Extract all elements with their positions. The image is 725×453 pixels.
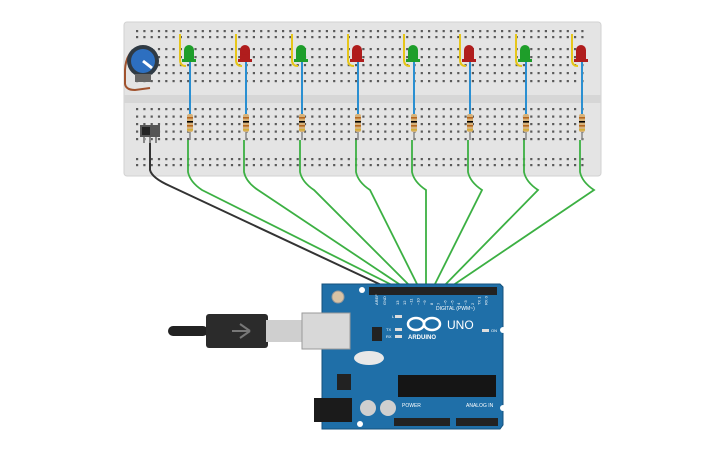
led-red[interactable] [235, 34, 252, 114]
resistor[interactable] [579, 114, 585, 140]
resistor[interactable] [355, 114, 361, 140]
led-array[interactable] [179, 34, 588, 140]
breadboard[interactable] [123, 21, 602, 177]
gnd-label: GND [382, 296, 387, 305]
on-led-label: ON [491, 328, 497, 333]
digital-pin-label: RX 0 [483, 295, 488, 305]
digital-pin-label: 2 [470, 302, 475, 305]
resistor[interactable] [411, 114, 417, 140]
led-red[interactable] [459, 34, 476, 114]
digital-pin-label: ~10 [415, 297, 420, 305]
led-red[interactable] [571, 34, 588, 114]
slide-switch-icon[interactable] [140, 125, 160, 143]
led-green[interactable] [515, 34, 532, 114]
led-green[interactable] [291, 34, 308, 114]
signal-wire[interactable] [439, 140, 540, 291]
infinity-logo-icon [406, 316, 442, 332]
digital-pin-label: ~3 [463, 300, 468, 305]
digital-pin-label: ~6 [443, 300, 448, 305]
signal-wire[interactable] [243, 140, 409, 291]
usb-cable-icon [168, 314, 302, 348]
digital-pin-label: ~9 [422, 300, 427, 305]
resistor[interactable] [187, 114, 193, 140]
analog-label: ANALOG IN [466, 403, 494, 409]
resistor[interactable] [299, 114, 305, 140]
resistor[interactable] [467, 114, 473, 140]
board-brand-label: ARDUINO [408, 335, 436, 341]
digital-pin-label: 13 [395, 300, 400, 305]
signal-wire[interactable] [411, 140, 427, 290]
digital-pin-label: 8 [429, 302, 434, 305]
crystal-oscillator [354, 351, 384, 365]
power-jack [314, 398, 352, 422]
digital-header[interactable] [369, 287, 497, 295]
signal-wire[interactable] [445, 140, 596, 291]
power-header[interactable] [394, 418, 450, 426]
l-led-label: L [392, 314, 395, 319]
signal-wire[interactable] [355, 140, 421, 291]
usb-chip [372, 327, 382, 341]
analog-header[interactable] [456, 418, 498, 426]
digital-pin-label: ~5 [449, 300, 454, 305]
rx-led-label: RX [386, 334, 392, 339]
digital-label: DIGITAL (PWM~) [436, 306, 475, 312]
resistor[interactable] [243, 114, 249, 140]
digital-pin-label: 4 [456, 302, 461, 305]
power-label: POWER [402, 403, 421, 409]
signal-wires[interactable] [187, 140, 596, 291]
digital-pin-label: TX 1 [477, 296, 482, 305]
arduino-uno-board[interactable]: UNO ARDUINO DIGITAL (PWM~) POWER ANALOG … [301, 283, 506, 430]
resistor[interactable] [523, 114, 529, 140]
usb-port [301, 312, 351, 350]
capacitor [380, 400, 396, 416]
signal-wire[interactable] [431, 140, 484, 291]
signal-wire[interactable] [299, 140, 415, 291]
tx-led-label: TX [386, 327, 391, 332]
led-green[interactable] [179, 34, 196, 114]
led-red[interactable] [347, 34, 364, 114]
ground-wire[interactable] [149, 135, 393, 291]
digital-pin-label: ~11 [409, 298, 414, 305]
digital-pin-label: 7 [436, 302, 441, 305]
atmega-chip [398, 375, 496, 397]
board-model-label: UNO [447, 318, 474, 332]
digital-pin-label: 12 [402, 300, 407, 305]
led-green[interactable] [403, 34, 420, 114]
reset-button[interactable] [331, 290, 345, 304]
breadboard-center-channel [124, 95, 601, 103]
potentiometer-icon[interactable] [127, 45, 159, 82]
capacitor [360, 400, 376, 416]
signal-wire[interactable] [187, 140, 403, 291]
voltage-regulator [337, 374, 351, 390]
aref-label: AREF [374, 294, 379, 305]
